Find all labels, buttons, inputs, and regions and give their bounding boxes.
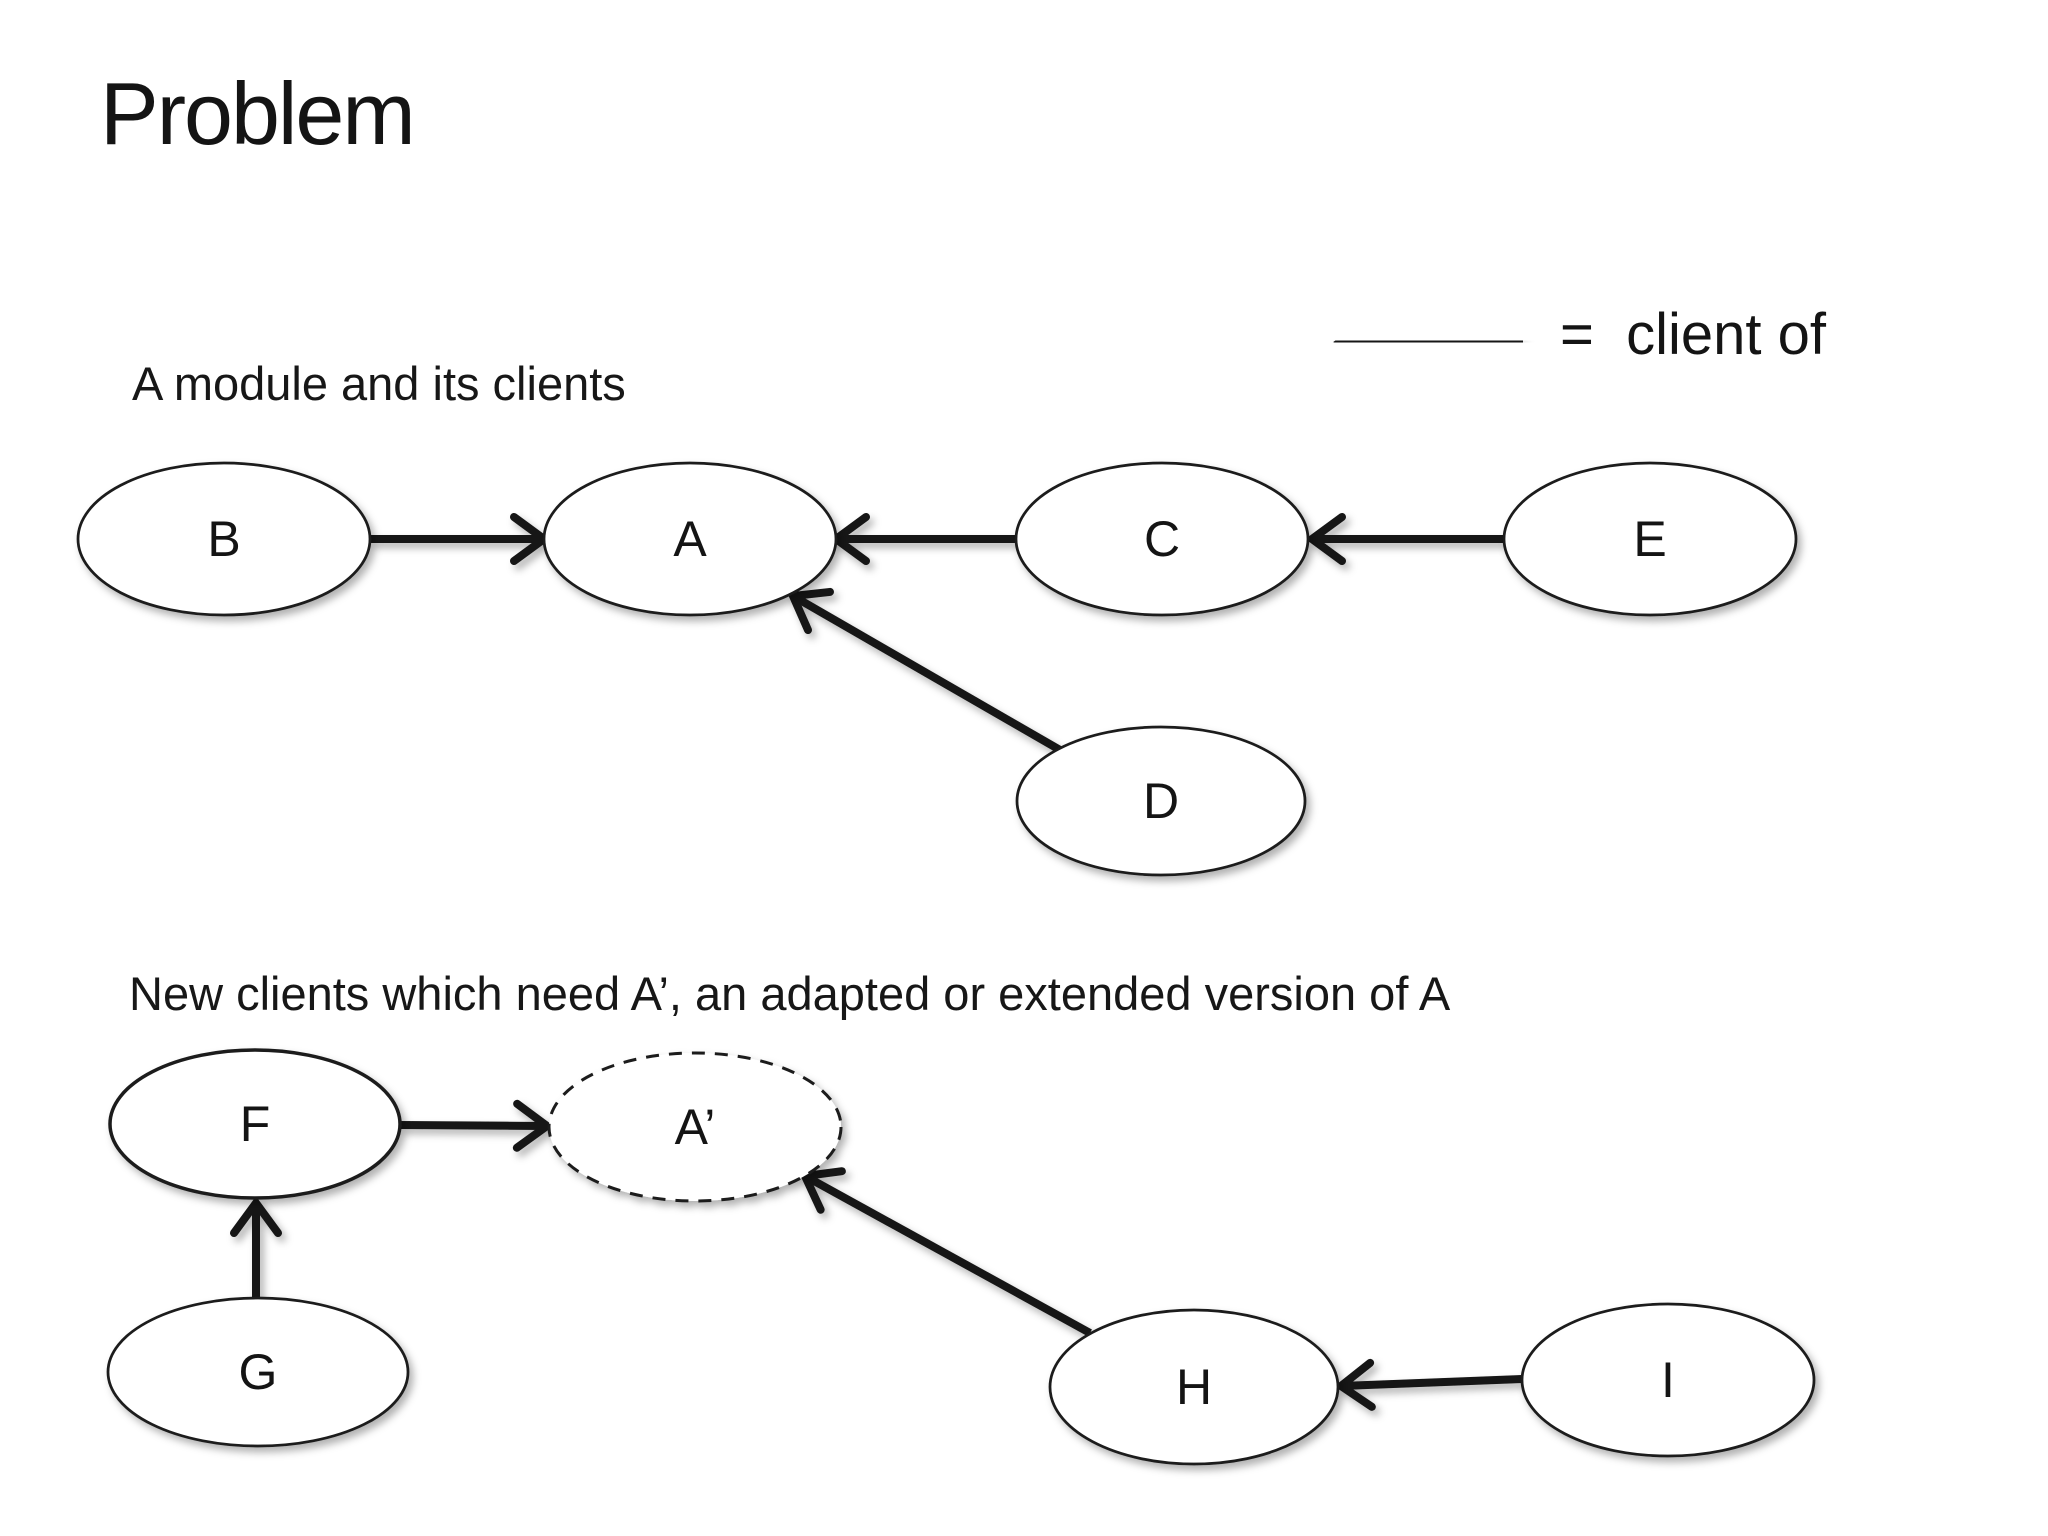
edge-D-A: [787, 587, 1062, 754]
node-H-label: H: [1176, 1359, 1212, 1415]
node-A-label: A: [673, 511, 707, 567]
node-C-ellipse: [1014, 461, 1310, 617]
node-A2-label: A’: [675, 1099, 716, 1155]
node-H-ellipse: [1048, 1308, 1340, 1466]
node-D-ellipse: [1015, 725, 1307, 877]
node-E-ellipse: [1502, 461, 1798, 617]
node-E-label: E: [1633, 511, 1666, 567]
node-A-ellipse: [542, 461, 838, 617]
node-I-ellipse: [1520, 1302, 1816, 1458]
node-B-ellipse: [76, 461, 372, 617]
page-title: Problem: [100, 64, 416, 163]
node-B-label: B: [207, 511, 240, 567]
section1-label: A module and its clients: [132, 357, 626, 410]
node-G-ellipse: [106, 1296, 410, 1448]
legend-label: = client of: [1560, 302, 1826, 367]
edge-F-A2: [399, 1099, 554, 1152]
node-I-label: I: [1661, 1352, 1675, 1408]
section2-label: New clients which need A’, an adapted or…: [129, 967, 1451, 1020]
client-of-arrow-icon: [1333, 322, 1524, 362]
edge-H-A2: [799, 1167, 1092, 1337]
edge-I-H: [1334, 1358, 1523, 1411]
node-G-label: G: [239, 1344, 278, 1400]
node-A2-ellipse: [547, 1051, 843, 1203]
node-F-ellipse: [108, 1048, 402, 1200]
node-C-label: C: [1144, 511, 1180, 567]
node-D-label: D: [1143, 773, 1179, 829]
node-F-label: F: [240, 1096, 271, 1152]
legend-arrow-line: [1333, 322, 1524, 362]
